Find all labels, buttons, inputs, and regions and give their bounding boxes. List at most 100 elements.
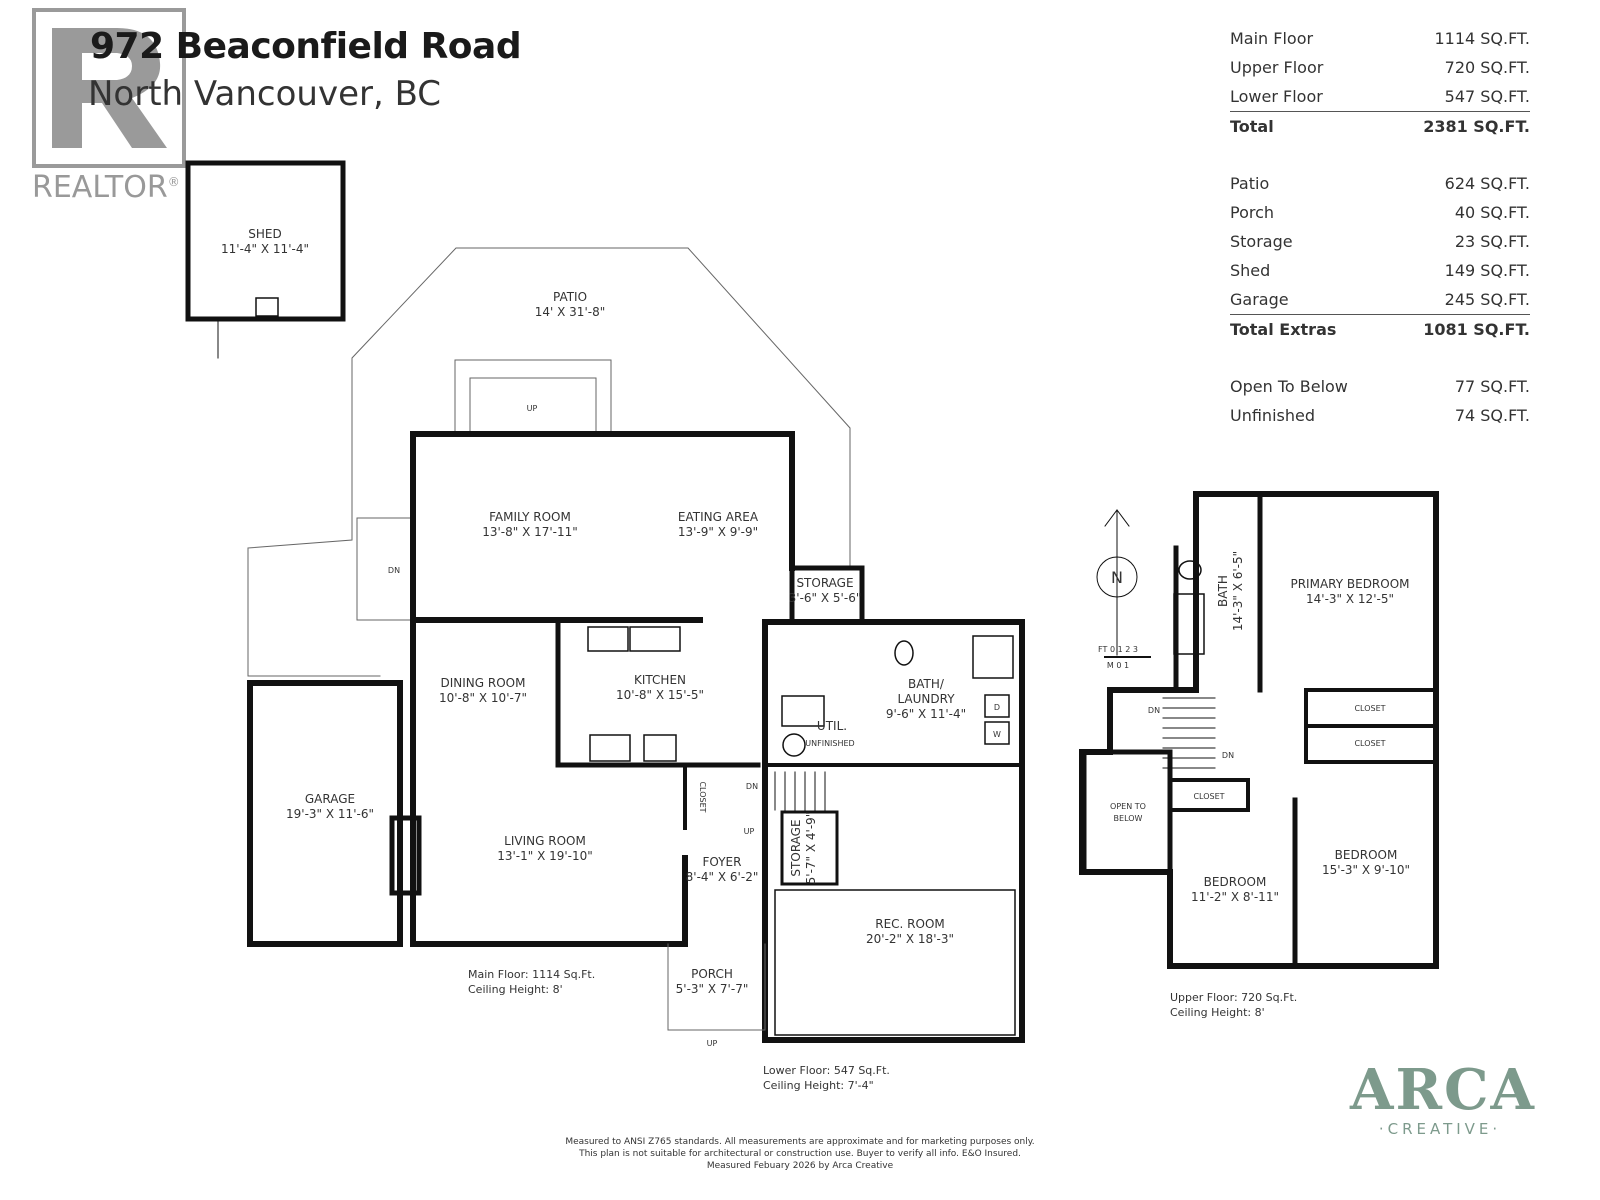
shower [972,635,1014,679]
side-steps [356,517,414,621]
room-dim: 3'-6" X 5'-6" [789,591,862,605]
shed-sink [255,297,279,317]
stat-label: Patio [1230,174,1270,193]
dn-marker: DN [1222,751,1234,760]
room-dim: 14' X 31'-8" [535,305,605,319]
room-dim: 13'-1" X 19'-10" [497,849,593,863]
room-dim: 20'-2" X 18'-3" [866,932,954,946]
shed-walls [185,160,346,322]
lower-floor-note: Lower Floor: 547 Sq.Ft. Ceiling Height: … [763,1063,890,1093]
room-name: FOYER [703,855,742,869]
realtor-wordmark: REALTOR® [32,170,180,205]
room-dim: 15'-3" X 9'-10" [1322,863,1410,877]
kitchen-sink [587,626,629,652]
rec-room-inner [774,889,1016,1036]
storage-lower-box [780,810,839,886]
up-marker: UP [744,827,755,836]
stat-label: Main Floor [1230,29,1314,48]
stat-row: Storage 23 SQ.FT. [1230,227,1530,256]
patio-steps [454,359,612,433]
stat-label: Total Extras [1230,320,1337,339]
up-marker: UP [707,1039,718,1048]
room-name: CLOSET [1193,792,1224,801]
area-summary-table: Main Floor 1114 SQ.FT. Upper Floor 720 SQ.… [1230,24,1530,430]
stat-label: Garage [1230,290,1289,309]
note-line: Upper Floor: 720 Sq.Ft. [1170,991,1298,1004]
stat-value: 1114 SQ.FT. [1434,29,1530,48]
kitchen-island [629,626,681,652]
patio-outline [247,247,851,677]
room-name: STORAGE [789,819,803,876]
toilet [894,640,914,666]
stat-label: Storage [1230,232,1293,251]
room-name: BATH/ [908,677,945,691]
room-dim: 11'-2" X 8'-11" [1191,890,1279,904]
main-floor-note: Main Floor: 1114 Sq.Ft. Ceiling Height: … [468,967,595,997]
open-below-box [1081,749,1173,875]
north-label: N [1111,568,1123,587]
room-name: CLOSET [698,781,707,812]
room-name: LIVING ROOM [504,834,586,848]
room-dim: 13'-9" X 9'-9" [678,525,758,539]
stat-label: Porch [1230,203,1275,222]
note-line: Ceiling Height: 8' [1170,1006,1265,1019]
stat-label: Upper Floor [1230,58,1324,77]
realtor-word: REALTOR [32,170,168,205]
room-name: DINING ROOM [441,676,526,690]
stat-value: 720 SQ.FT. [1444,58,1530,77]
stat-row: Upper Floor 720 SQ.FT. [1230,53,1530,82]
room-name: SHED [248,227,281,241]
stat-value: 624 SQ.FT. [1444,174,1530,193]
kitchen-fridge [643,734,677,762]
room-name: OPEN TO [1110,802,1146,811]
room-name: PORCH [691,967,733,981]
room-name: REC. ROOM [875,917,945,931]
bathtub [1173,593,1205,655]
upper-floor-note: Upper Floor: 720 Sq.Ft. Ceiling Height: … [1170,990,1297,1020]
up-marker: UP [527,404,538,413]
dryer-marker: D [994,703,1000,712]
room-dim: 8'-4" X 6'-2" [686,870,759,884]
stat-row: Garage 245 SQ.FT. [1230,285,1530,314]
garage-walls [247,680,403,947]
stat-value: 245 SQ.FT. [1444,290,1530,309]
disclaimer-line: Measured Febuary 2026 by Arca Creative [706,1161,894,1171]
room-dim: 10'-8" X 10'-7" [439,691,527,705]
room-name: LAUNDRY [897,692,955,706]
disclaimer-line: Measured to ANSI Z765 standards. All mea… [565,1137,1035,1147]
room-dim: 14'-3" X 12'-5" [1306,592,1394,606]
room-name: UTIL. [817,719,847,733]
arca-creative-logo: ARCA ·CREATIVE· [1350,1060,1534,1138]
room-name: PRIMARY BEDROOM [1290,577,1409,591]
kitchen-range [589,734,631,762]
furnace [781,695,825,727]
note-line: Ceiling Height: 7'-4" [763,1079,874,1092]
north-arrow-head [1104,509,1130,527]
water-heater [782,733,806,757]
room-name: GARAGE [305,792,355,806]
stat-row: Patio 624 SQ.FT. [1230,169,1530,198]
room-labels: SHED 11'-4" X 11'-4" PATIO 14' X 31'-8" … [221,227,1410,1048]
stat-label: Total [1230,117,1274,136]
washer [984,694,1010,718]
disclaimer-line: This plan is not suitable for architectu… [579,1149,1021,1159]
fireplace [389,815,422,896]
room-name: BATH [1216,575,1230,607]
dn-marker: DN [746,782,758,791]
stat-value: 23 SQ.FT. [1454,232,1530,251]
room-dim: 14'-3" X 6'-5" [1231,551,1245,631]
dn-marker: DN [388,566,400,575]
stairs-upper [1162,697,1216,769]
room-dim: 13'-8" X 17'-11" [482,525,578,539]
room-dim: 5'-7" X 4'-9" [804,812,818,885]
dryer [984,721,1010,745]
room-dim: 19'-3" X 11'-6" [286,807,374,821]
room-name: CLOSET [1354,704,1385,713]
closet-b-box [1304,724,1438,764]
